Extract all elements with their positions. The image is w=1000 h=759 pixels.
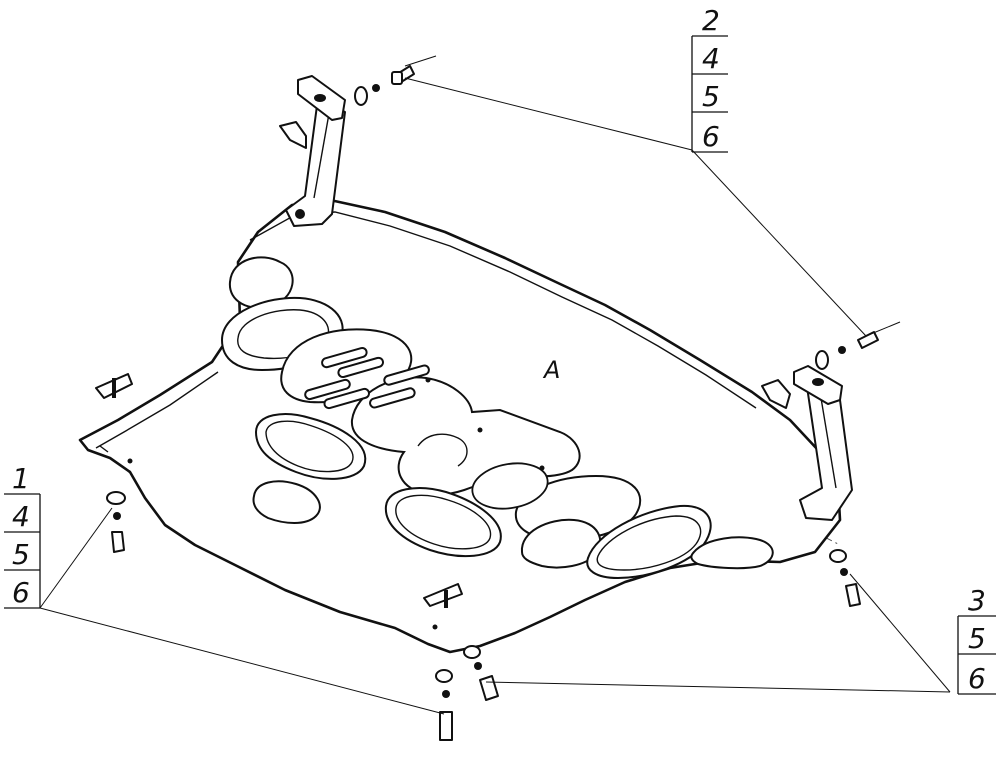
callout-top-right-item-2: 5 [702, 80, 720, 113]
callout-left: 1 4 5 6 [4, 462, 41, 609]
clip-nut-left-top [279, 121, 307, 149]
callout-top-right-item-3: 6 [702, 120, 720, 153]
fastener-left [106, 491, 126, 553]
vent-louvers [304, 346, 430, 410]
callout-top-right-item-0: 2 [702, 4, 720, 37]
fastener-bottom [435, 669, 453, 741]
callout-bottom-right-item-1: 5 [968, 622, 986, 655]
callout-bottom-right: 3 5 6 [957, 584, 996, 695]
fastener-right-bottom [829, 549, 861, 607]
leader-lines [39, 55, 951, 715]
fastener-bottom-center [463, 645, 499, 701]
callout-bottom-right-item-0: 3 [968, 584, 986, 617]
callout-bottom-right-item-2: 6 [968, 662, 986, 695]
callout-top-right: 2 4 5 6 [691, 4, 728, 153]
fastener-right-top [815, 331, 879, 370]
callout-left-item-2: 5 [12, 538, 30, 571]
callout-left-item-0: 1 [12, 462, 30, 495]
clip-nut-left-front [95, 373, 133, 399]
panel-label: A [542, 356, 560, 384]
callout-left-item-3: 6 [12, 576, 30, 609]
callout-left-item-1: 4 [12, 500, 30, 533]
clip-nut-center-front [423, 583, 463, 608]
stamped-pockets [220, 256, 774, 580]
callout-top-right-item-1: 4 [702, 42, 720, 75]
bracket-right [793, 365, 853, 521]
clip-nut-right [761, 379, 791, 409]
fastener-top [354, 65, 415, 106]
bracket-left [285, 75, 346, 227]
